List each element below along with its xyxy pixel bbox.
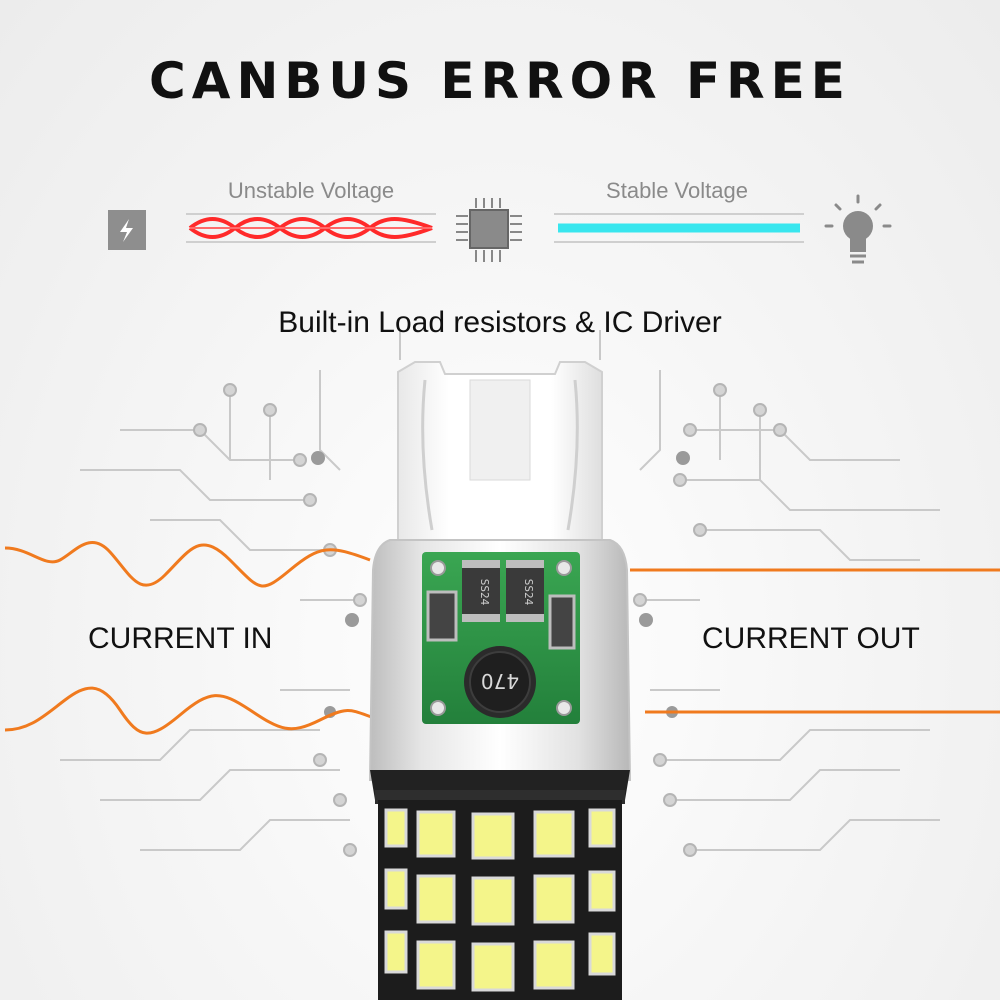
diode-chip-2: SS24 [506, 560, 544, 622]
current-out-lines [630, 568, 1000, 714]
diode-chip-1: SS24 [462, 560, 500, 622]
bulb-socket [397, 361, 603, 541]
inductor-marking: 470 [481, 669, 519, 693]
lightning-icon [108, 210, 146, 250]
unstable-voltage-label: Unstable Voltage [227, 178, 395, 203]
driver-circuit-board: SS24 SS24 470 [422, 552, 580, 724]
feature-subtitle: Built-in Load resistors & IC Driver [278, 306, 722, 339]
current-in-waves [4, 541, 381, 735]
voltage-diagram [108, 194, 892, 264]
stable-voltage-label: Stable Voltage [606, 178, 748, 203]
bulb-flange [370, 770, 630, 804]
stable-voltage-line [554, 213, 804, 243]
led-array [378, 800, 622, 1000]
chip-marking-1: SS24 [478, 579, 491, 606]
page-title: CANBUS ERROR FREE [149, 52, 851, 110]
current-out-label: CURRENT OUT [702, 622, 920, 655]
chip-marking-2: SS24 [522, 579, 535, 606]
light-bulb-icon [824, 194, 892, 264]
inductor: 470 [464, 646, 536, 718]
ic-chip-icon [456, 198, 522, 262]
current-in-label: CURRENT IN [88, 622, 273, 655]
unstable-voltage-line [186, 213, 436, 243]
